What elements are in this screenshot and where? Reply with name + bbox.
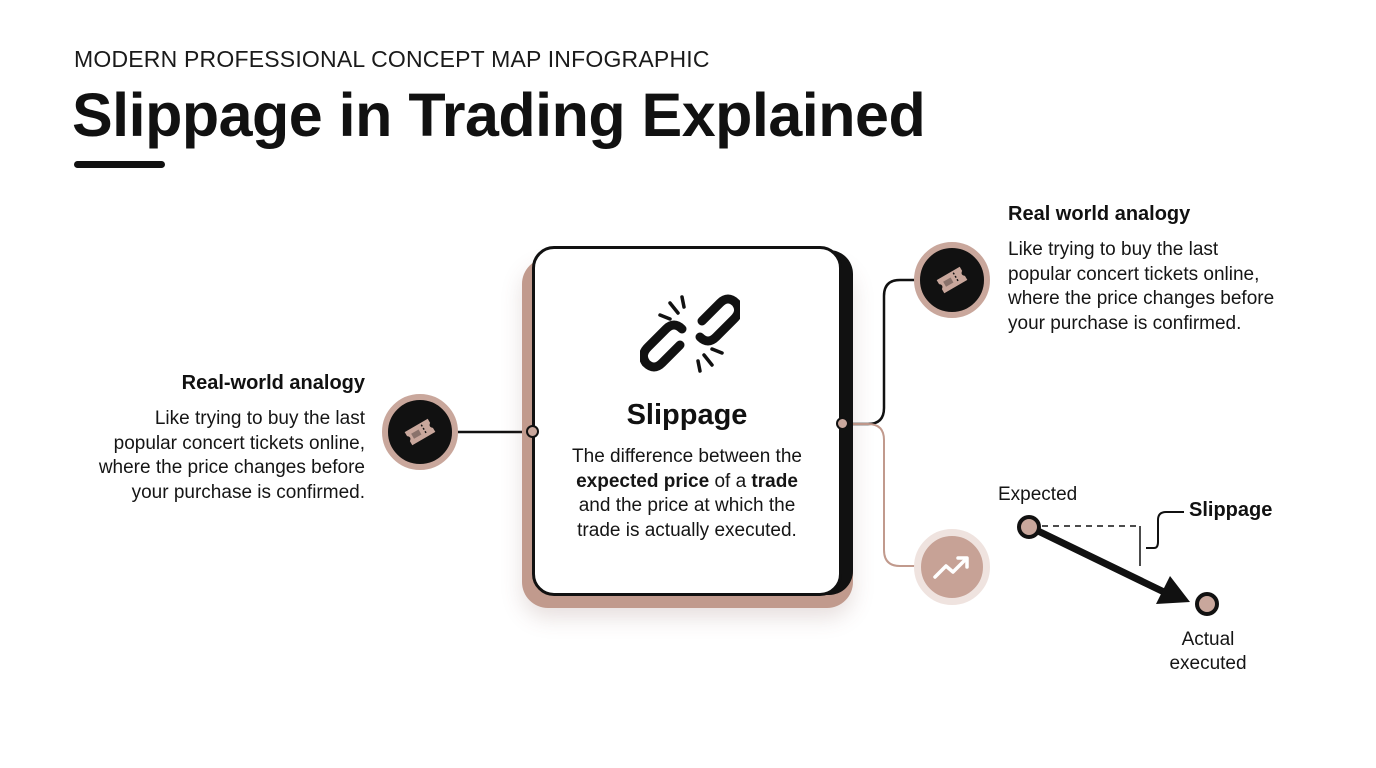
left-annotation-line: Like trying to buy the last xyxy=(154,408,365,429)
page-title: Slippage in Trading Explained xyxy=(72,81,926,149)
right-annotation-line: your purchase is confirmed. xyxy=(1008,312,1242,334)
card-description: The difference between the expected pric… xyxy=(555,445,819,543)
actual-executed-label: Actual executed xyxy=(1148,628,1268,676)
slippage-brace xyxy=(1146,511,1184,549)
card-desc-part3: and the price at which the trade is actu… xyxy=(577,495,797,541)
left-ticket-node xyxy=(382,394,458,470)
price-move-arrow-head xyxy=(1156,576,1190,604)
broken-link-icon xyxy=(640,294,740,373)
actual-point xyxy=(1195,592,1219,616)
card-desc-part1: The difference between the xyxy=(572,446,802,467)
left-annotation-title: Real-world analogy xyxy=(181,372,365,394)
right-annotation-line: popular concert tickets online, xyxy=(1008,263,1260,285)
card-desc-bold-trade: trade xyxy=(751,470,798,492)
actual-label-line: Actual xyxy=(1181,629,1235,650)
right-annotation-body: Like trying to buy the last popular conc… xyxy=(1008,238,1348,336)
expected-point xyxy=(1017,515,1041,539)
card-right-connector-dot xyxy=(836,417,849,430)
right-annotation-title: Real world analogy xyxy=(1008,203,1191,225)
left-annotation-line: popular concert tickets online, xyxy=(113,432,365,454)
left-annotation-line: your purchase is confirmed. xyxy=(131,481,365,503)
eyebrow-label: MODERN PROFESSIONAL CONCEPT MAP INFOGRAP… xyxy=(74,46,710,72)
right-ticket-node xyxy=(914,242,990,318)
actual-label-line: executed xyxy=(1169,653,1247,674)
card-left-connector-dot xyxy=(526,425,539,438)
left-annotation-line: where the price changes before xyxy=(98,457,365,478)
card-title: Slippage xyxy=(626,399,748,431)
slippage-concept-card: Slippage The difference between the expe… xyxy=(532,246,842,596)
expected-label: Expected xyxy=(998,484,1078,505)
ticket-icon xyxy=(404,418,436,446)
trend-node xyxy=(914,529,990,605)
price-move-arrow-line xyxy=(1032,526,1168,596)
ticket-icon xyxy=(936,266,968,294)
slippage-label: Slippage xyxy=(1189,499,1273,521)
right-annotation-line: where the price changes before xyxy=(1008,288,1275,309)
right-annotation-line: Like trying to buy the last xyxy=(1008,239,1219,260)
trend-up-icon xyxy=(933,556,969,579)
card-desc-bold-expected: expected price xyxy=(576,470,710,492)
title-underline xyxy=(74,161,165,168)
card-desc-part2: of a xyxy=(709,470,752,492)
left-annotation-body: Like trying to buy the last popular conc… xyxy=(40,407,365,505)
